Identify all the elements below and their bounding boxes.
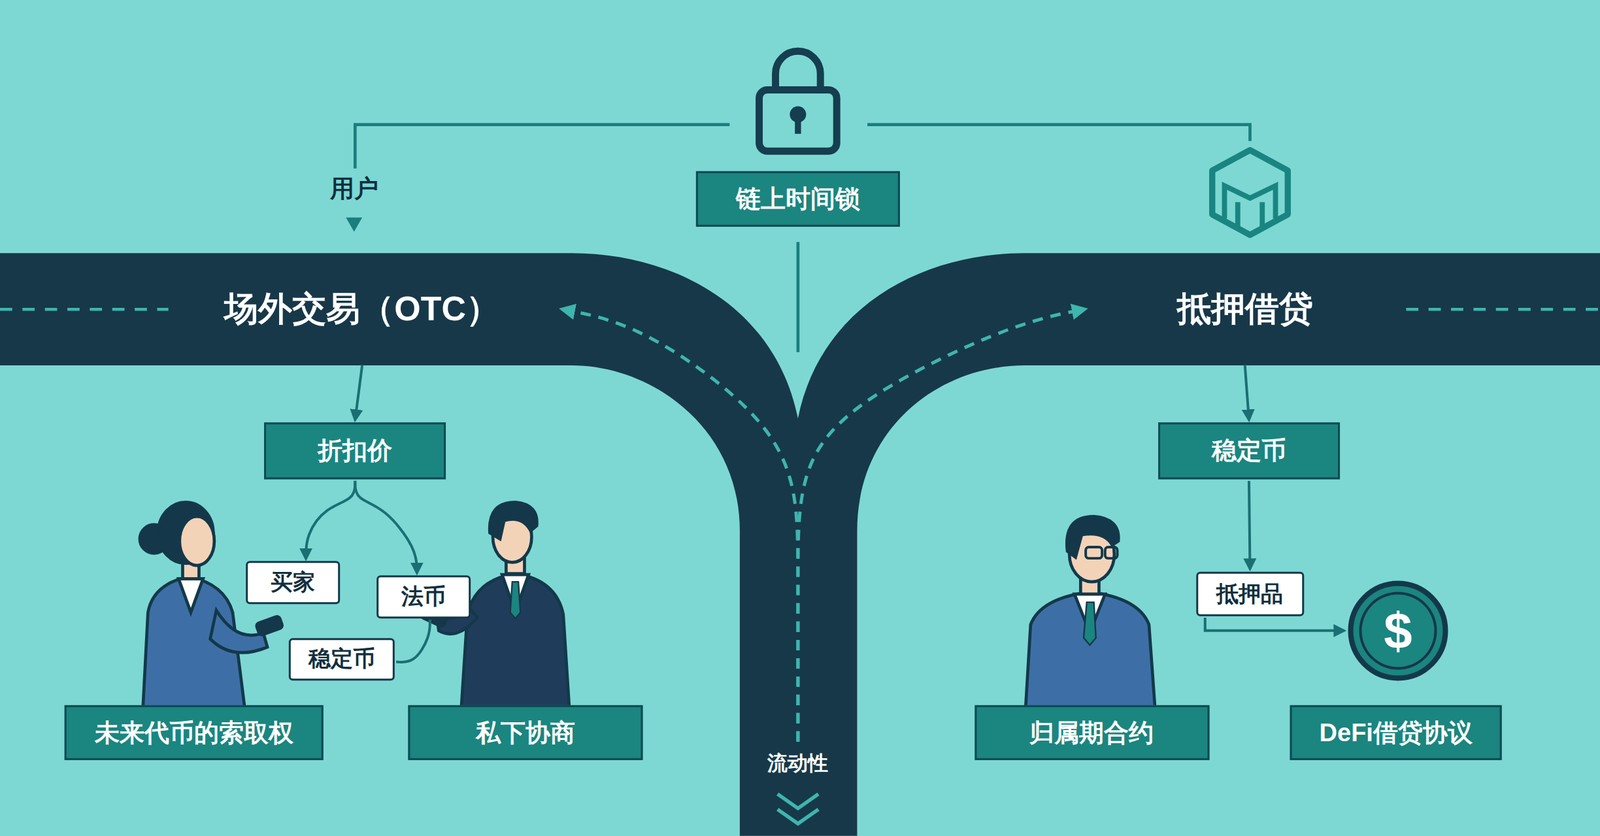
process-box: 未来代币的索取权 <box>64 705 324 761</box>
wire <box>354 124 730 169</box>
node-text: 抵押品 <box>1216 579 1284 610</box>
flow-arrow <box>1249 481 1251 570</box>
wire <box>867 124 1250 142</box>
road-label: 场外交易（OTC） <box>166 256 559 363</box>
process-box: 归属期合约 <box>974 705 1210 761</box>
node-text: 抵押借贷 <box>1177 286 1314 333</box>
flow-arrow <box>354 481 417 574</box>
lock-shackle <box>775 50 821 92</box>
node-text: 链上时间锁 <box>735 182 861 216</box>
dashed-flow-arrow <box>798 309 1085 742</box>
node-text: DeFi借贷协议 <box>1319 715 1473 750</box>
plain-label: 用户 <box>330 172 379 206</box>
road-dash <box>0 307 169 312</box>
node-text: 折扣价 <box>317 434 393 468</box>
node-text: 流动性 <box>767 749 829 778</box>
token-box: 法币 <box>376 575 471 619</box>
process-box: 私下协商 <box>407 705 643 761</box>
token-box: 稳定币 <box>288 637 395 682</box>
node-text: 未来代币的索取权 <box>94 715 294 750</box>
token-box: 抵押品 <box>1196 571 1304 617</box>
road-label: 流动性 <box>747 745 850 782</box>
lock-body <box>759 90 838 152</box>
flow-arrow <box>354 364 363 420</box>
flow-arrow <box>1245 364 1250 420</box>
road-dash <box>1405 307 1600 312</box>
woman-figure <box>139 501 284 710</box>
node-text: 买家 <box>270 567 316 598</box>
flow-arrow <box>305 481 355 559</box>
process-box: DeFi借贷协议 <box>1289 705 1502 761</box>
token-box: 买家 <box>245 561 340 605</box>
road <box>0 252 1600 836</box>
cube-icon <box>1212 150 1289 236</box>
node-text: 归属期合约 <box>1029 715 1154 750</box>
process-box: 稳定币 <box>1158 422 1340 480</box>
node-text: 私下协商 <box>475 715 576 750</box>
road-label: 抵押借贷 <box>1088 256 1402 363</box>
process-box: 链上时间锁 <box>696 171 900 227</box>
dashed-flow-arrow <box>562 309 799 742</box>
coin-icon: $ <box>1347 580 1448 681</box>
lock-keyhole <box>794 116 801 134</box>
node-text: 稳定币 <box>1211 434 1287 468</box>
node-text: $ <box>1383 600 1412 661</box>
chevron <box>777 794 819 824</box>
man-figure <box>1025 516 1155 710</box>
cube-icon <box>1224 185 1276 227</box>
flow-arrow <box>396 619 431 663</box>
node-text: 场外交易（OTC） <box>224 286 500 333</box>
down-triangle <box>345 217 363 233</box>
node-text: 稳定币 <box>308 644 376 675</box>
process-box: 折扣价 <box>264 422 446 480</box>
node-text: 法币 <box>401 581 446 612</box>
wire <box>796 241 800 353</box>
flow-arrow <box>1205 617 1345 631</box>
